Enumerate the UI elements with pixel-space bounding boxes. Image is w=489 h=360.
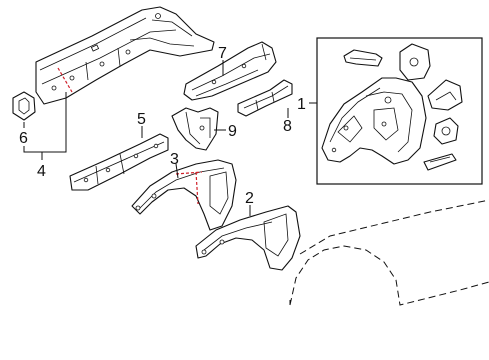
callout-6: 6 [19, 130, 28, 147]
callout-5: 5 [137, 111, 146, 128]
part-7-apron-reinforcement [183, 41, 277, 101]
callout-1: 1 [297, 96, 306, 113]
fender-outline [289, 199, 489, 306]
part-4-side-member [35, 6, 215, 105]
callout-4: 4 [37, 163, 46, 180]
callout-2: 2 [245, 190, 254, 207]
part-3-inner-wheelhouse [131, 159, 237, 231]
callout-9: 9 [228, 123, 237, 140]
part-8-bracket [237, 79, 293, 117]
callout-7: 7 [218, 45, 227, 62]
part-9-bracket [171, 107, 219, 151]
part-2-outer-wheelhouse [195, 205, 301, 271]
callout-8: 8 [283, 118, 292, 135]
part-5-rail-extension [69, 133, 169, 191]
cut-line-wheelhouse-vertical [195, 171, 199, 205]
part-6-seal [12, 91, 36, 121]
callout-3: 3 [170, 151, 179, 168]
part-1-assembly-box [316, 37, 483, 185]
leader-lines [23, 60, 317, 216]
cut-line-wheelhouse [175, 171, 203, 175]
